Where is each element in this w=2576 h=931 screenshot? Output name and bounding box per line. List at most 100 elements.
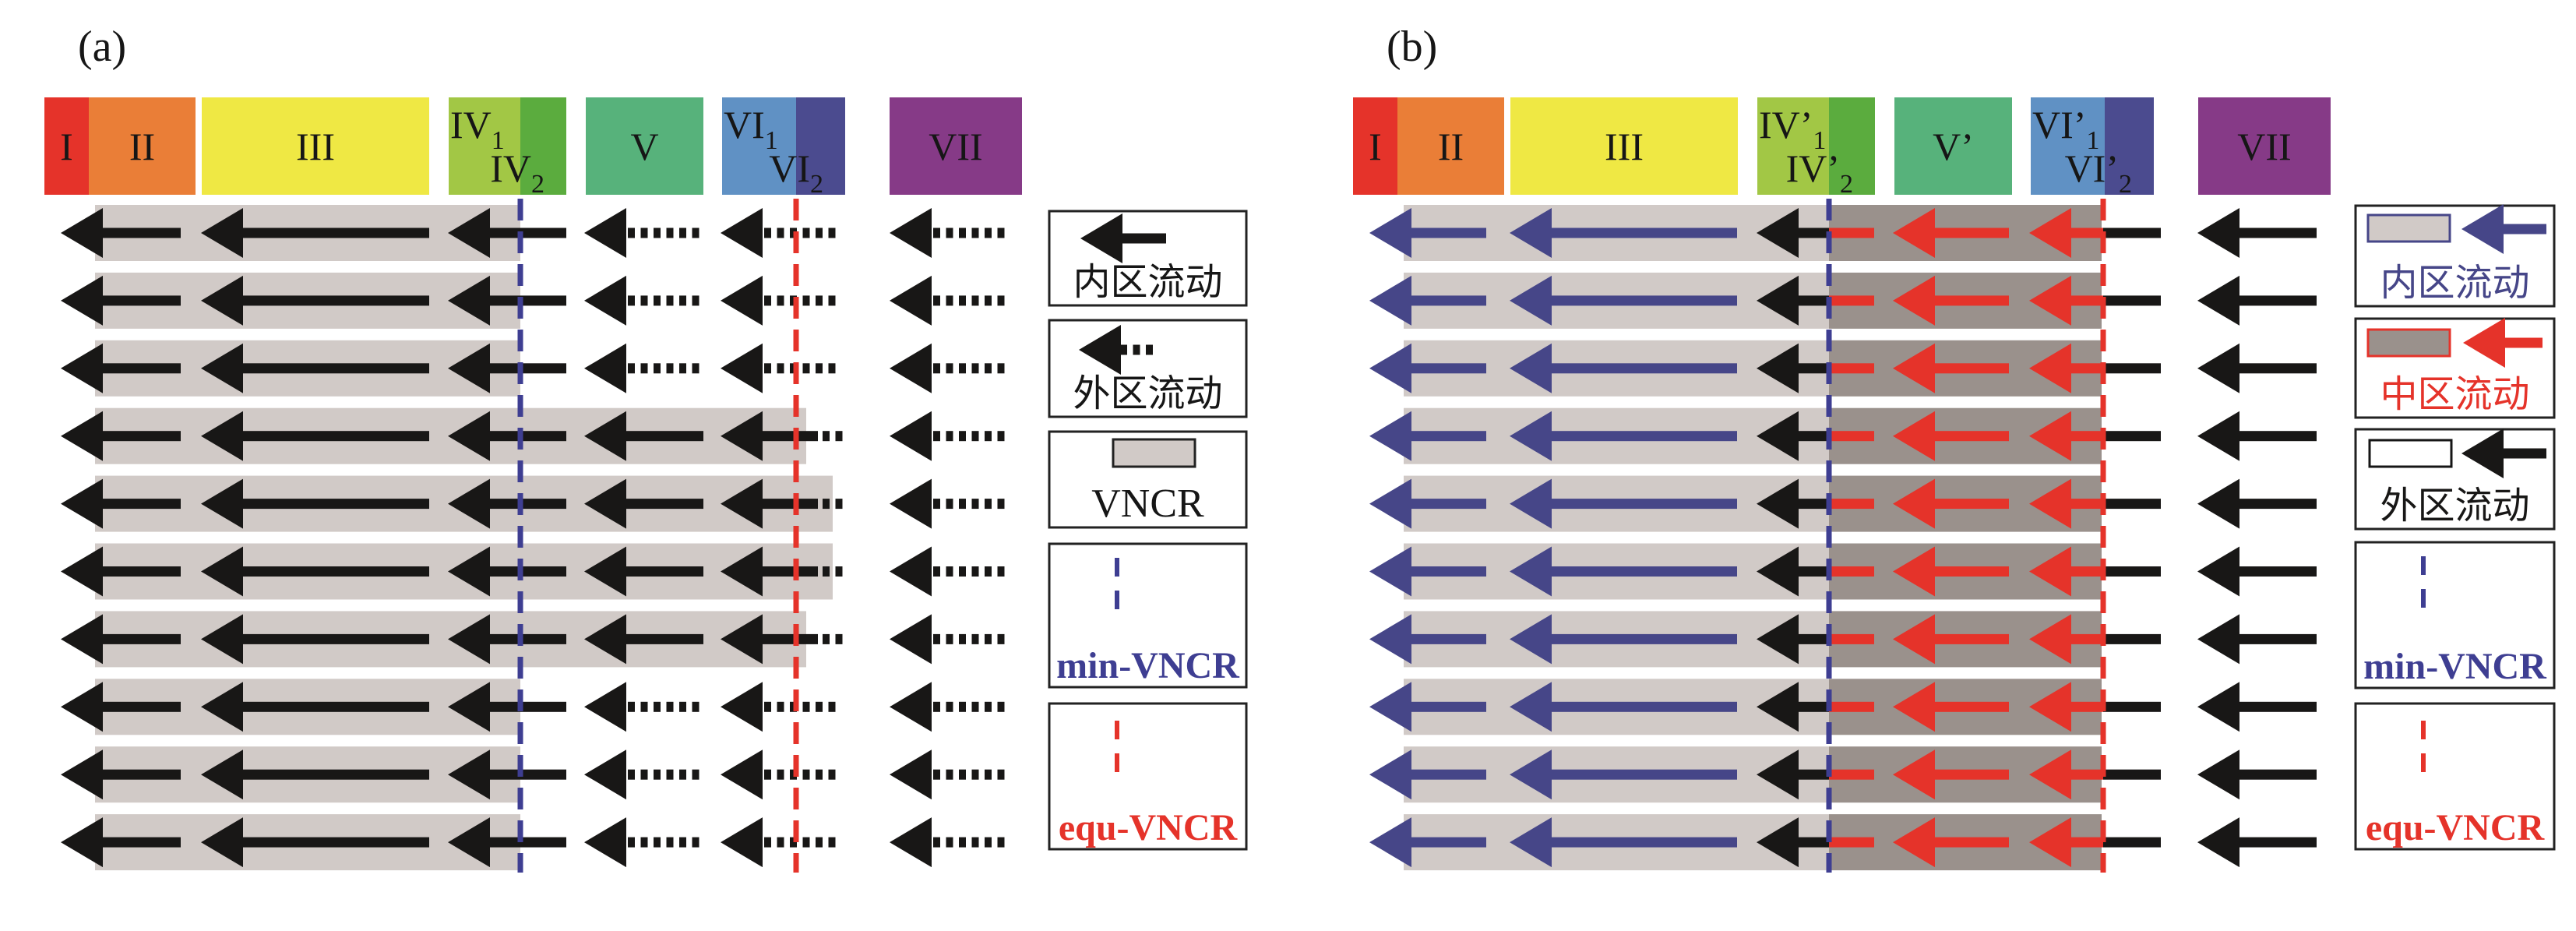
inner-flow-arrow-head [584, 411, 626, 461]
inner-flow-arrow-head [201, 411, 243, 461]
flow-row [1369, 611, 2317, 668]
legend-label: 外区流动 [2380, 484, 2529, 527]
inner-flow-arrow-shaft [241, 295, 429, 306]
zone-label-V: V [630, 125, 658, 168]
outer-flow-arrow-head [584, 275, 626, 326]
outer-flow-arrow-head [2197, 682, 2239, 732]
zone-label-V: V’ [1933, 125, 1974, 168]
flow-row [61, 746, 1005, 803]
outer-flow-arrow-head [1757, 478, 1799, 529]
dot [802, 769, 810, 780]
outer-zone-legend-swatch [2368, 439, 2453, 468]
zone-box-VII [890, 97, 1022, 195]
zone-label-VI2: VI2 [769, 146, 823, 199]
middle-flow-arrow-head [1893, 614, 1935, 665]
inner-flow-arrow-head [61, 208, 103, 258]
dot [828, 227, 836, 238]
outer-flow-arrow-shaft [1797, 295, 1829, 306]
middle-flow-arrow-head [1893, 546, 1935, 597]
dot [802, 701, 810, 712]
inner-flow-arrow-shaft [1410, 837, 1486, 848]
outer-flow-arrow-head [1757, 682, 1799, 732]
zone-label-IV2: IV2 [490, 146, 544, 199]
dot [959, 633, 966, 644]
zone-box-I [44, 97, 89, 195]
middle-flow-arrow-head [1893, 343, 1935, 393]
zone-label-main: IV [450, 103, 492, 146]
legend-label: min-VNCR [1056, 645, 1240, 686]
inner-flow-arrow-shaft [625, 566, 703, 577]
inner-flow-arrow-head [201, 546, 243, 597]
inner-flow-arrow-shaft [241, 566, 429, 577]
inner-flow-arrow-head [721, 546, 763, 597]
inner-flow-arrow-head [201, 749, 243, 800]
inner-flow-arrow-shaft [488, 837, 566, 848]
outer-flow-arrow-shaft [2238, 363, 2317, 374]
dot [692, 295, 700, 306]
zone-box-II [1397, 97, 1504, 195]
dot [946, 769, 953, 780]
zone-label-main: V [630, 125, 658, 168]
flow-row [61, 679, 1005, 735]
flow-row [1369, 543, 2317, 600]
flow-row [1369, 407, 2317, 464]
outer-flow-arrow-head [1757, 749, 1799, 800]
outer-flow-arrow-shaft [2238, 701, 2317, 712]
middle-flow-tail [1829, 499, 1874, 510]
dot [971, 837, 979, 848]
inner-flow-arrow-head [448, 749, 490, 800]
legend-min-vncr [1048, 542, 1248, 689]
middle-flow-tail [1829, 837, 1874, 848]
inner-flow-arrow-head [448, 546, 490, 597]
inner-flow-legend-icon-shaft [1121, 233, 1166, 244]
inner-flow-arrow-shaft [1550, 701, 1737, 712]
middle-flow-arrow-head [2029, 411, 2071, 461]
legend-inner-flow [1048, 210, 1248, 307]
zone-box-VI2 [796, 97, 845, 195]
dot [679, 363, 686, 374]
outer-flow-arrow-head [890, 411, 932, 461]
inner-flow-arrow-shaft [1410, 431, 1486, 442]
zone-label-VI2: VI’2 [2065, 146, 2132, 199]
outer-flow-arrow-head [584, 343, 626, 393]
middle-flow-arrow-shaft [2070, 566, 2103, 577]
dot [971, 363, 979, 374]
inner-flow-arrow-shaft [1550, 633, 1737, 644]
zone-label-main: VII [929, 125, 982, 168]
outer-flow-legend-icon-head [1079, 325, 1121, 375]
zone-label-subscript: 2 [531, 170, 544, 199]
middle-flow-arrow-shaft [1933, 566, 2009, 577]
dot [985, 431, 992, 442]
inner-flow-arrow-head [1369, 682, 1411, 732]
inner-flow-arrow-head [1510, 817, 1552, 868]
middle-zone-legend-swatch [2366, 328, 2451, 358]
outer-flow-arrow-shaft [2238, 769, 2317, 780]
middle-flow-arrow-shaft [1933, 363, 2009, 374]
dot [790, 837, 797, 848]
middle-flow-tail [1829, 295, 1874, 306]
outer-flow-arrow-shaft [1797, 701, 1829, 712]
dot [997, 227, 1005, 238]
dot [985, 566, 992, 577]
dot [933, 837, 940, 848]
middle-flow-arrow-shaft [1933, 701, 2009, 712]
outer-flow-tail [2103, 363, 2161, 374]
outer-flow-arrow-shaft [2238, 633, 2317, 644]
outer-flow-arrow-head [890, 478, 932, 529]
inner-flow-arrow-head [448, 411, 490, 461]
outer-flow-arrow-head [721, 208, 763, 258]
outer-flow-arrow-head [2197, 208, 2239, 258]
outer-flow-arrow-head [584, 682, 626, 732]
dot [679, 837, 686, 848]
inner-flow-arrow-head [1510, 208, 1552, 258]
dot [933, 295, 940, 306]
dot [835, 633, 843, 644]
outer-flow-arrow-shaft [2238, 566, 2317, 577]
dot [777, 769, 784, 780]
dot [666, 769, 674, 780]
inner-flow-arrow-head [1510, 546, 1552, 597]
dot [823, 431, 830, 442]
dot [997, 295, 1005, 306]
dot [946, 295, 953, 306]
dot [971, 566, 979, 577]
